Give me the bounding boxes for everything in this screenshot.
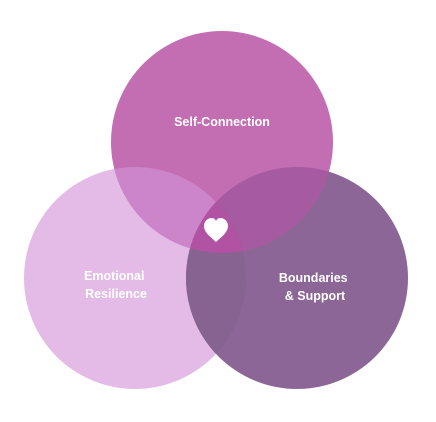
label-self-connection: Self-Connection	[174, 115, 270, 129]
label-emotional-resilience-line2: Resilience	[85, 287, 147, 301]
label-emotional-resilience-line1: Emotional	[84, 269, 144, 283]
heart-icon	[204, 218, 228, 242]
label-emotional-resilience: Emotional Resilience	[84, 269, 148, 301]
overlap-top-right	[186, 167, 333, 253]
label-boundaries-support-line2: & Support	[285, 289, 346, 303]
overlap-top-left	[111, 167, 246, 253]
label-boundaries-support: Boundaries & Support	[279, 271, 351, 303]
label-boundaries-support-line1: Boundaries	[279, 271, 348, 285]
